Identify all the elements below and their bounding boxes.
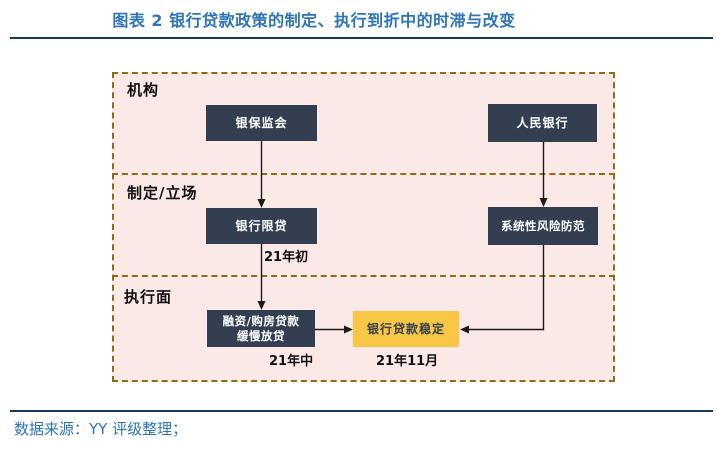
node-slow-lending: 融资/购房贷款 缓慢放贷 bbox=[207, 310, 315, 347]
time-label-early-2021: 21年初 bbox=[264, 250, 309, 265]
section-label-formulation: 制定/立场 bbox=[127, 184, 198, 202]
section-divider-2 bbox=[112, 275, 615, 277]
node-slow-lending-line1: 融资/购房贷款 bbox=[222, 313, 300, 328]
top-divider-rule bbox=[10, 37, 713, 39]
source-note: 数据来源：YY 评级整理； bbox=[14, 420, 188, 438]
node-pboc-label: 人民银行 bbox=[516, 115, 569, 130]
node-bank-loan-stable: 银行贷款稳定 bbox=[353, 311, 459, 347]
node-slow-lending-line2: 缓慢放贷 bbox=[237, 328, 285, 343]
time-label-mid-2021: 21年中 bbox=[269, 354, 314, 369]
node-systemic-risk-prevention-label: 系统性风险防范 bbox=[501, 218, 585, 233]
bottom-divider-rule bbox=[10, 410, 713, 412]
node-cbirc-label: 银保监会 bbox=[235, 115, 288, 130]
node-bank-lending-limit-label: 银行限贷 bbox=[235, 218, 288, 233]
node-bank-loan-stable-label: 银行贷款稳定 bbox=[366, 321, 445, 336]
node-bank-lending-limit: 银行限贷 bbox=[206, 208, 317, 244]
node-pboc: 人民银行 bbox=[488, 104, 597, 142]
node-systemic-risk-prevention: 系统性风险防范 bbox=[488, 207, 598, 245]
section-divider-1 bbox=[112, 173, 615, 175]
node-cbirc: 银保监会 bbox=[206, 105, 317, 141]
section-label-execution: 执行面 bbox=[124, 288, 173, 306]
page-title: 图表 2 银行贷款政策的制定、执行到折中的时滞与改变 bbox=[112, 11, 516, 30]
section-label-institutions: 机构 bbox=[127, 81, 160, 99]
time-label-nov-2021: 21年11月 bbox=[376, 354, 439, 369]
